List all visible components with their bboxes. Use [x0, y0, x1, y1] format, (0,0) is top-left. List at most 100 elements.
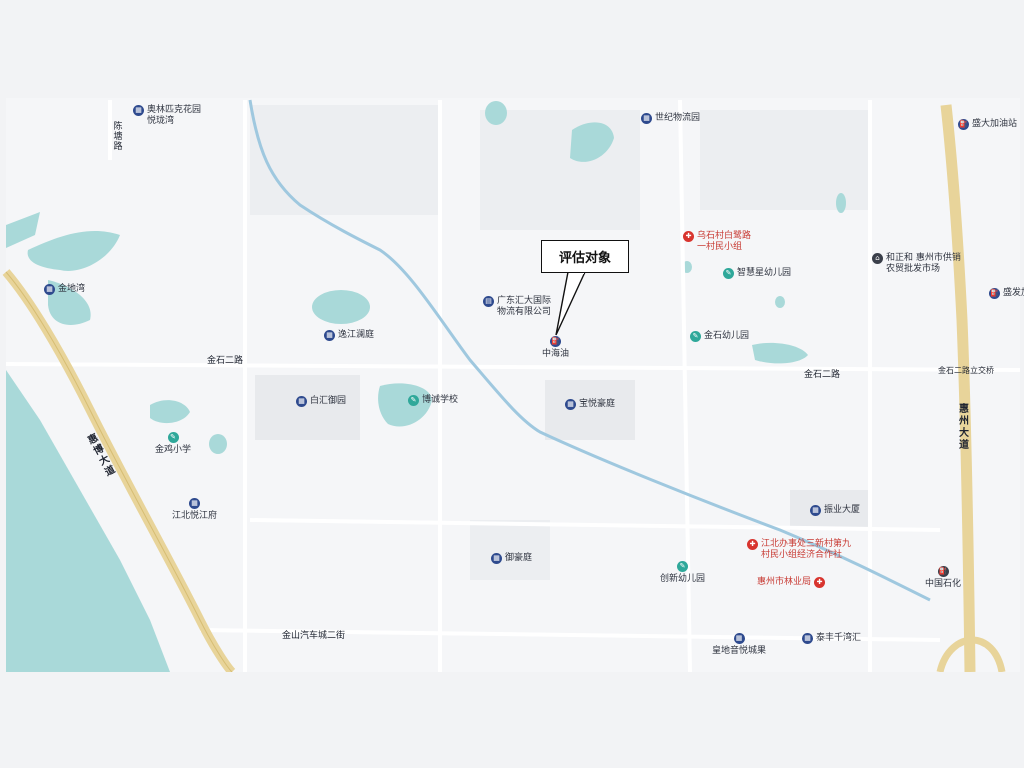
poi-label: 世纪物流园: [655, 113, 700, 124]
block: [255, 375, 360, 440]
building-icon: ▦: [324, 330, 335, 341]
building-icon: ▦: [641, 113, 652, 124]
pond: [6, 212, 40, 248]
building-icon: ▦: [44, 284, 55, 295]
poi-label-line: 御豪庭: [505, 553, 533, 563]
poi-label-line: 中国石化: [925, 579, 962, 589]
poi-jinji-primary[interactable]: ✎ 金鸡小学: [155, 432, 191, 456]
poi-jinshi-kindergarten[interactable]: ✎金石幼儿园: [690, 331, 749, 342]
minor-roads: [5, 99, 1021, 673]
poi-guangdong-logistics[interactable]: ▤广东汇大国际物流有限公司: [483, 296, 551, 318]
poi-label-line: 金鸡小学: [155, 445, 192, 455]
poi-label: 惠州市林业局: [757, 577, 811, 588]
pond: [378, 383, 432, 427]
poi-label: 中国石化: [925, 579, 961, 590]
poi-label-line: 金石幼儿园: [704, 331, 750, 341]
poi-yijianglanting[interactable]: ▦逸江澜庭: [324, 330, 374, 341]
poi-label: 盛大加油站: [972, 119, 1017, 130]
pond: [150, 400, 190, 424]
poi-label-line: 广东汇大国际: [497, 296, 552, 306]
poi-yuhaoting[interactable]: ▦御豪庭: [491, 553, 532, 564]
poi-taifeng[interactable]: ▦泰丰千湾汇: [802, 633, 861, 644]
gas-station-icon: ⛽: [937, 566, 949, 577]
poi-gas-right[interactable]: ⛽盛发加油站: [989, 288, 1024, 299]
poi-label: 博诚学校: [422, 395, 458, 406]
poi-zhenye-building[interactable]: ▦振业大厦: [810, 505, 860, 516]
building-icon: ▦: [565, 399, 576, 410]
poi-label-line: 智慧星幼儿园: [737, 268, 792, 278]
poi-label: 振业大厦: [824, 505, 860, 516]
poi-market[interactable]: ⌂和正和 惠州市供销农贸批发市场: [872, 253, 961, 275]
poi-label: 盛发加油站: [1003, 288, 1024, 299]
poi-label: 乌石村白鹭路一村民小组: [697, 231, 751, 253]
poi-label-line: 农贸批发市场: [886, 264, 941, 274]
poi-label: 御豪庭: [505, 553, 532, 564]
poi-label-line: 宝悦豪庭: [579, 399, 616, 409]
poi-label-line: 盛大加油站: [972, 119, 1018, 129]
map-bottom-margin: [0, 672, 1024, 768]
poi-label: 中海油: [542, 349, 569, 360]
poi-label: 广东汇大国际物流有限公司: [497, 296, 551, 318]
river-water: [6, 370, 170, 672]
building-icon: ▦: [133, 105, 144, 116]
poi-wushi-village[interactable]: ✚乌石村白鹭路一村民小组: [683, 231, 751, 253]
block: [480, 110, 640, 230]
poi-baoyuehaoting[interactable]: ▦宝悦豪庭: [565, 399, 615, 410]
building-icon: ▦: [189, 498, 200, 509]
block: [250, 105, 440, 215]
poi-forestry-bureau[interactable]: 惠州市林业局✚: [757, 577, 826, 588]
poi-label-line: 金地湾: [58, 284, 86, 294]
building-icon: ▦: [296, 396, 307, 407]
poi-label: 智慧星幼儿园: [737, 268, 791, 279]
poi-label-line: 振业大厦: [824, 505, 861, 515]
evaluation-target-callout: 评估对象: [541, 240, 629, 273]
road-label-chenbei: 陈塘路: [113, 122, 123, 152]
road-label-jinshi-east: 金石二路: [804, 370, 841, 380]
poi-label: 泰丰千湾汇: [816, 633, 861, 644]
school-icon: ✎: [677, 561, 688, 572]
poi-gas-top-right[interactable]: ⛽盛大加油站: [958, 119, 1017, 130]
poi-label: 白汇御园: [310, 396, 346, 407]
gas-station-icon: ⛽: [550, 336, 561, 347]
poi-jindiwan[interactable]: ▦金地湾: [44, 284, 85, 295]
poi-label: 江北办事处三新村第九村民小组经济合作社: [761, 539, 851, 561]
poi-zhonghaiyou[interactable]: ⛽ 中海油: [542, 336, 569, 360]
poi-sinopec[interactable]: ⛽ 中国石化: [925, 566, 961, 590]
pond: [48, 280, 91, 325]
pond: [836, 193, 846, 213]
road-label-jinshi-junction: 金石二路立交桥: [938, 366, 994, 375]
government-icon: ✚: [747, 539, 758, 550]
poi-zhihui-kindergarten[interactable]: ✎智慧星幼儿园: [723, 268, 791, 279]
poi-sanxin-village[interactable]: ✚江北办事处三新村第九村民小组经济合作社: [747, 539, 851, 561]
poi-label-line: 世纪物流园: [655, 113, 701, 123]
poi-baihuiyuyuan[interactable]: ▦白汇御园: [296, 396, 346, 407]
poi-chuangxin-kindergarten[interactable]: ✎ 创新幼儿园: [660, 561, 705, 585]
poi-huangdi[interactable]: ▦ 皇地音悦城果: [712, 633, 766, 657]
school-icon: ✎: [408, 395, 419, 406]
poi-label-line: 悦珑湾: [147, 116, 175, 126]
building-icon: ▦: [810, 505, 821, 516]
canal: [248, 99, 931, 602]
poi-label-line: 乌石村白鹭路: [697, 231, 752, 241]
poi-label: 皇地音悦城果: [712, 646, 766, 657]
poi-label-line: 创新幼儿园: [660, 574, 706, 584]
poi-school-mid[interactable]: ✎博诚学校: [408, 395, 458, 406]
poi-shiji-wuliu[interactable]: ▦世纪物流园: [641, 113, 700, 124]
huibo-avenue-edge: [5, 271, 233, 673]
poi-jiangbei-yuejiang[interactable]: ▦江北悦江府: [172, 498, 217, 522]
poi-label-line: 盛发加油站: [1003, 288, 1024, 298]
poi-label-line: 皇地音悦城果: [712, 646, 767, 656]
map-top-margin: [0, 0, 1024, 98]
poi-aolinfu[interactable]: ▦奥林匹克花园悦珑湾: [133, 105, 201, 127]
poi-label: 逸江澜庭: [338, 330, 374, 341]
poi-label-line: 一村民小组: [697, 242, 743, 252]
block: [700, 110, 870, 210]
road-label-jinshan: 金山汽车城二街: [282, 631, 346, 641]
poi-label-line: 江北办事处三新村第九: [761, 539, 852, 549]
poi-label: 金地湾: [58, 284, 85, 295]
poi-label: 金鸡小学: [155, 445, 191, 456]
poi-label-line: 中海油: [542, 349, 570, 359]
school-icon: ✎: [167, 432, 179, 443]
building-icon: ▦: [733, 633, 745, 644]
